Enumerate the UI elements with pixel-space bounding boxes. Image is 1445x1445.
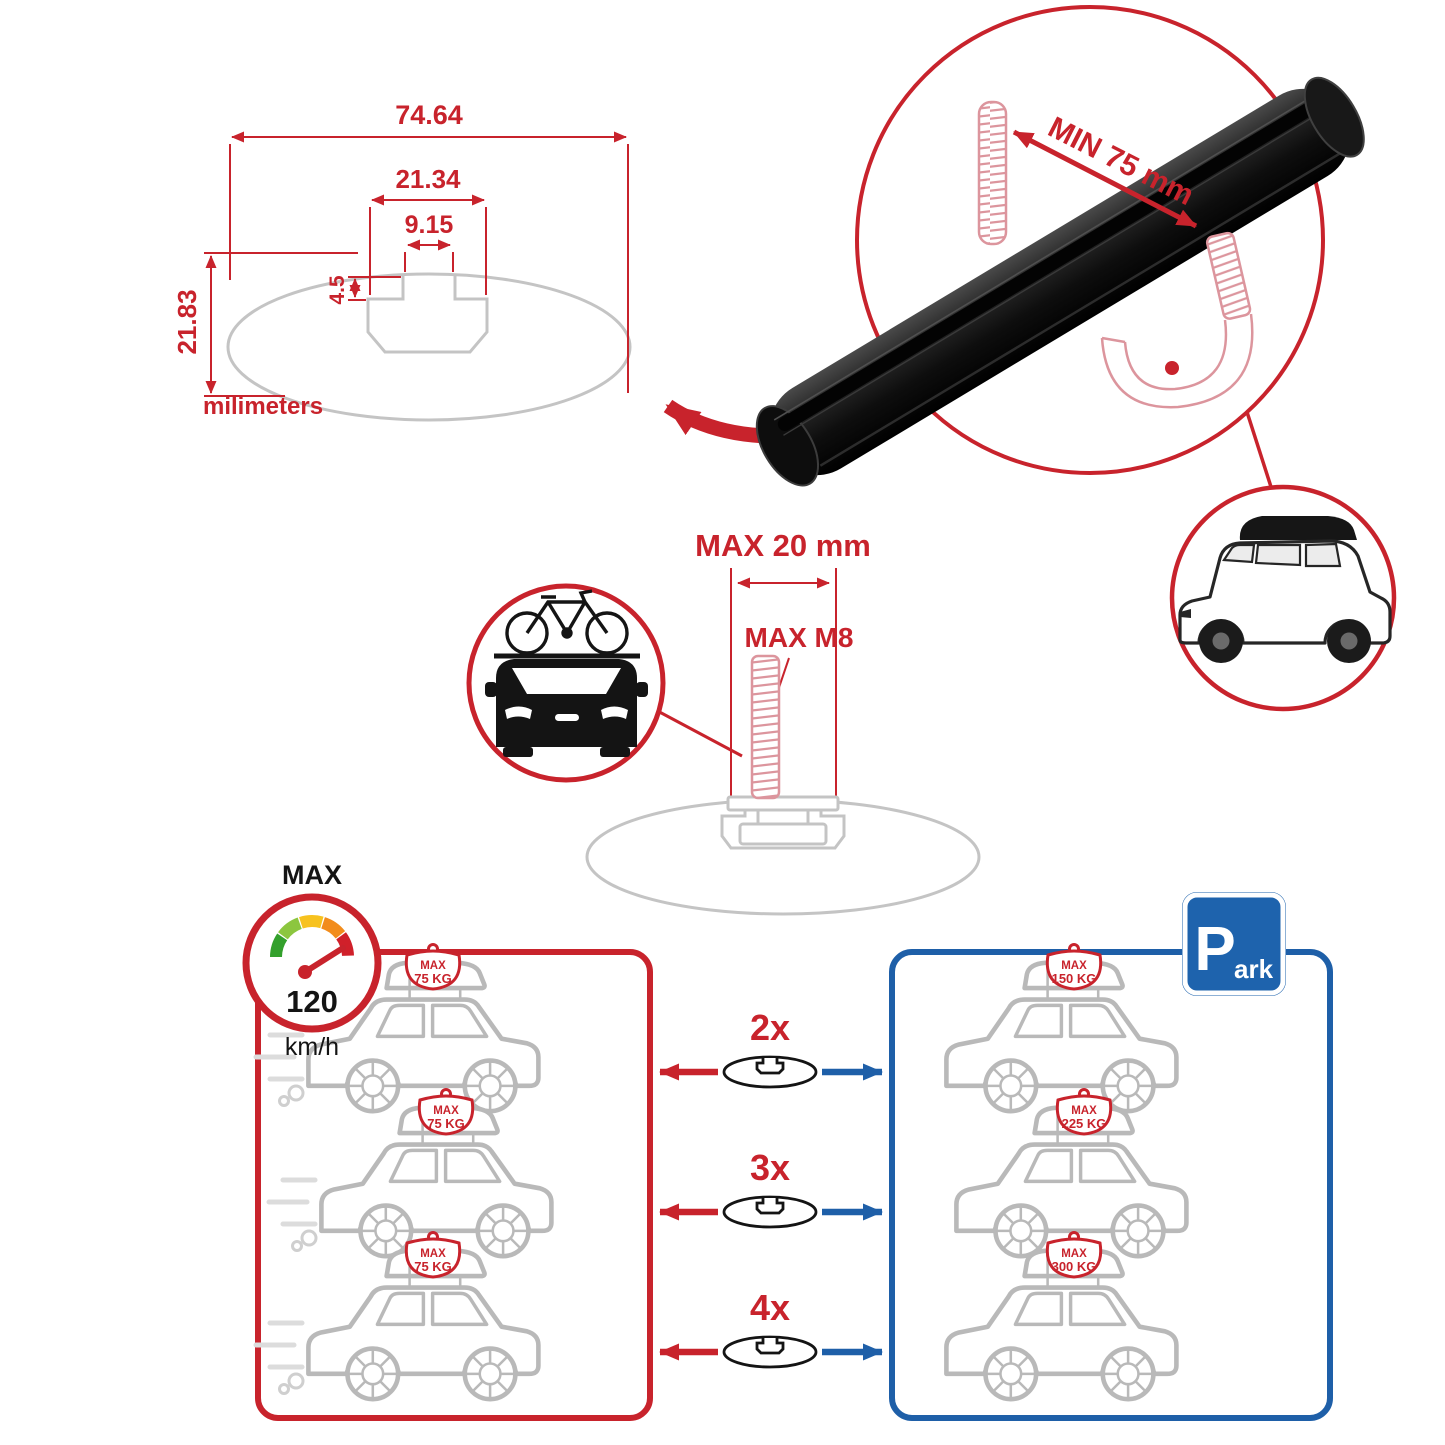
multiplier-label: 2x bbox=[750, 1007, 790, 1048]
bolt-neck bbox=[756, 808, 810, 826]
dimension-slot-width: 9.15 bbox=[404, 211, 454, 272]
crossbar-icon bbox=[722, 1195, 818, 1229]
park-sign: P ark bbox=[1182, 892, 1286, 996]
dim-width-total-label: 74.64 bbox=[395, 100, 463, 130]
load-tag-value: 75 KG bbox=[414, 971, 452, 986]
load-tag-max: MAX bbox=[433, 1105, 459, 1117]
suv-wheel-rear bbox=[1327, 619, 1371, 663]
dim-height-total-label: 21.83 bbox=[172, 289, 202, 354]
circle-to-bolt-line bbox=[651, 706, 743, 758]
load-tag-value: 225 KG bbox=[1062, 1116, 1107, 1131]
multiplier-row-1: 2x bbox=[659, 1007, 883, 1089]
units-label: milimeters bbox=[203, 393, 323, 420]
suv-with-roofbox bbox=[1169, 484, 1397, 712]
bolt-t-head bbox=[738, 822, 828, 846]
car-grill bbox=[555, 714, 579, 721]
suv-wheel-front bbox=[1199, 619, 1243, 663]
bolt-washer-plate bbox=[726, 795, 840, 812]
park-sign-letter: P bbox=[1194, 915, 1235, 984]
bolt-channel bbox=[720, 801, 846, 850]
hook-contact-dot bbox=[1165, 361, 1179, 375]
suv-window-front bbox=[1254, 543, 1302, 567]
load-tag: MAX 75 KG bbox=[404, 1231, 462, 1279]
park-sign-suffix: ark bbox=[1234, 954, 1274, 984]
detail-circle bbox=[855, 5, 1325, 475]
car-tire-right bbox=[600, 747, 630, 757]
crossbar-detail: MIN 75 mm bbox=[755, 5, 1365, 487]
crossbar-icon bbox=[722, 1335, 818, 1369]
dim-channel-width-label: 21.34 bbox=[395, 164, 461, 194]
multiplier-row-3: 4x bbox=[659, 1287, 883, 1369]
dimension-height-total: 21.83 bbox=[172, 252, 358, 397]
speed-unit: km/h bbox=[285, 1033, 339, 1061]
bar-profile-ellipse bbox=[226, 272, 632, 422]
load-tag-value: 75 KG bbox=[414, 1259, 452, 1274]
profile-dimension-drawing: 74.64 21.34 9.15 4.5 21.83 bbox=[172, 100, 632, 422]
gauge-arcs bbox=[270, 915, 354, 958]
dimension-channel-width: 21.34 bbox=[369, 164, 487, 295]
multiplier-label: 3x bbox=[750, 1147, 790, 1188]
driving-car-row-2: MAX 75 KG bbox=[266, 1088, 551, 1257]
load-tag-max: MAX bbox=[420, 1248, 446, 1260]
suv-window-rear bbox=[1304, 542, 1342, 568]
suv-headlight bbox=[1180, 609, 1191, 618]
load-tag: MAX 150 KG bbox=[1045, 943, 1103, 991]
gauge-circle bbox=[242, 893, 382, 1033]
car-headlight-right bbox=[601, 706, 628, 719]
max-bolt-length-label: MAX 20 mm bbox=[695, 528, 871, 563]
crossbar-icon bbox=[722, 1055, 818, 1089]
driving-car-row-3: MAX 75 KG bbox=[253, 1231, 538, 1400]
dim-slot-depth-label: 4.5 bbox=[326, 275, 349, 305]
park-sign-plate bbox=[1182, 892, 1286, 996]
suv-windshield bbox=[1222, 543, 1256, 564]
gauge-needle-pivot bbox=[298, 965, 312, 979]
bolt-detail: MAX 20 mm MAX M8 bbox=[585, 528, 981, 916]
u-bolt-front-hook bbox=[1100, 231, 1254, 409]
load-tag-value: 75 KG bbox=[427, 1116, 465, 1131]
multiplier-label: 4x bbox=[750, 1287, 790, 1328]
load-tag-max: MAX bbox=[1061, 960, 1087, 972]
load-tag-max: MAX bbox=[420, 960, 446, 972]
car-front-with-bike bbox=[466, 583, 666, 783]
threaded-bolt-rod bbox=[750, 654, 781, 800]
car-tire-left bbox=[503, 747, 533, 757]
load-tag: MAX 75 KG bbox=[404, 943, 462, 991]
driving-car-row-1: MAX 75 KG bbox=[253, 943, 538, 1112]
load-tag-value: 150 KG bbox=[1052, 971, 1097, 986]
car-mirror-left bbox=[485, 682, 497, 697]
gauge-needle bbox=[302, 945, 346, 975]
bicycle-icon bbox=[505, 589, 629, 655]
dim-slot-width-label: 9.15 bbox=[405, 211, 454, 239]
load-tag-max: MAX bbox=[1071, 1105, 1097, 1117]
dimension-slot-depth: 4.5 bbox=[326, 275, 401, 305]
load-tag-value: 300 KG bbox=[1052, 1259, 1097, 1274]
multiplier-row-2: 3x bbox=[659, 1147, 883, 1229]
parked-car-row-3: MAX 300 KG bbox=[946, 1231, 1176, 1400]
speed-max-label: MAX bbox=[282, 860, 342, 890]
suv-roofbox bbox=[1239, 516, 1357, 540]
bar-profile-channel bbox=[366, 276, 489, 354]
load-tag: MAX 225 KG bbox=[1055, 1088, 1113, 1136]
parked-car-row-1: MAX 150 KG bbox=[946, 943, 1176, 1112]
load-tag-max: MAX bbox=[1061, 1248, 1087, 1260]
u-bolt-rear-rod bbox=[977, 100, 1008, 246]
load-tag: MAX 300 KG bbox=[1045, 1231, 1103, 1279]
parked-car-row-2: MAX 225 KG bbox=[956, 1088, 1186, 1257]
max-thread-label: MAX M8 bbox=[745, 622, 854, 653]
detail-to-suv-line bbox=[1245, 411, 1274, 491]
load-tag: MAX 75 KG bbox=[417, 1088, 475, 1136]
speed-limit: MAX 120 km/h bbox=[242, 860, 382, 1061]
car-windshield bbox=[512, 668, 621, 694]
speed-value: 120 bbox=[286, 984, 338, 1019]
car-headlight-left bbox=[505, 706, 532, 719]
car-mirror-right bbox=[636, 682, 648, 697]
dimension-width-total: 74.64 bbox=[229, 100, 629, 393]
